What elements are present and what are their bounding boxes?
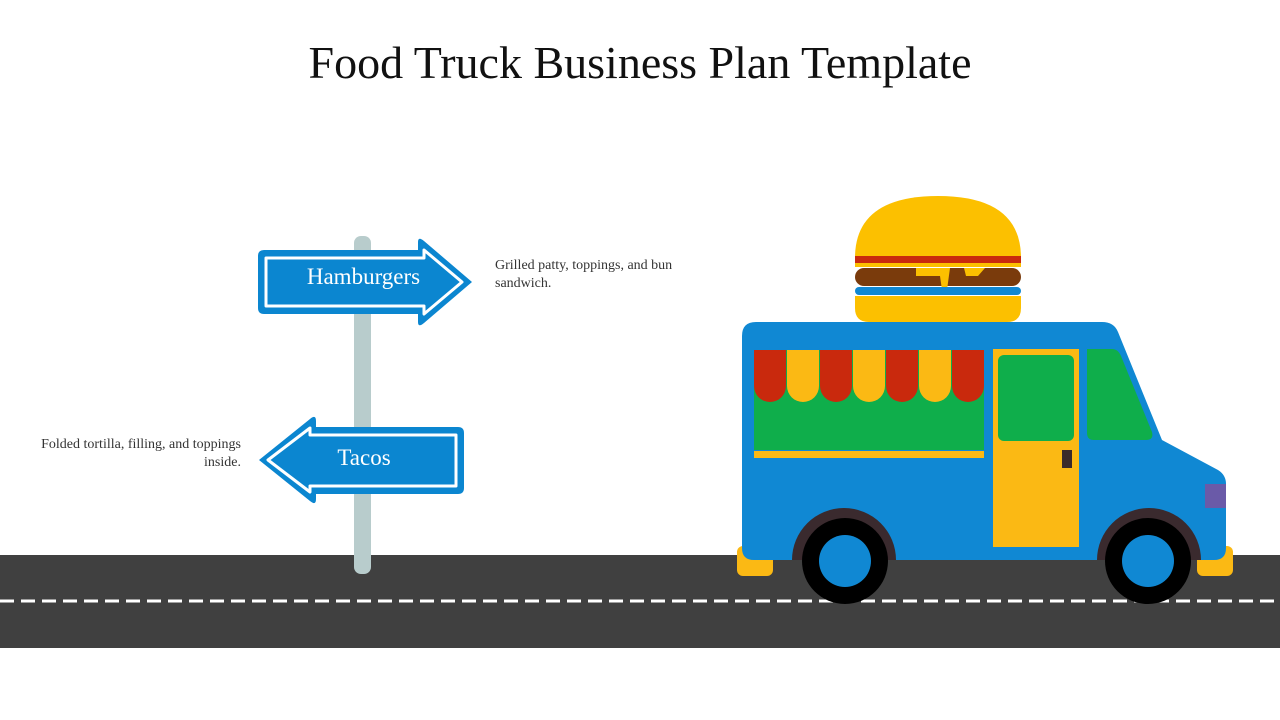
hamburgers-sign-label: Hamburgers [306,264,421,289]
burger-icon [855,196,1021,322]
slide-title: Food Truck Business Plan Template [308,37,972,88]
tacos-arrow-sign [259,416,464,504]
tacos-description: Folded tortilla, filling, and toppings i… [41,437,241,470]
hamburgers-arrow-sign [258,238,472,326]
tacos-sign-label: Tacos [337,445,391,470]
hamburgers-description: Grilled patty, toppings, and bun sandwic… [495,258,673,291]
road [0,555,1280,648]
food-truck [737,322,1233,604]
